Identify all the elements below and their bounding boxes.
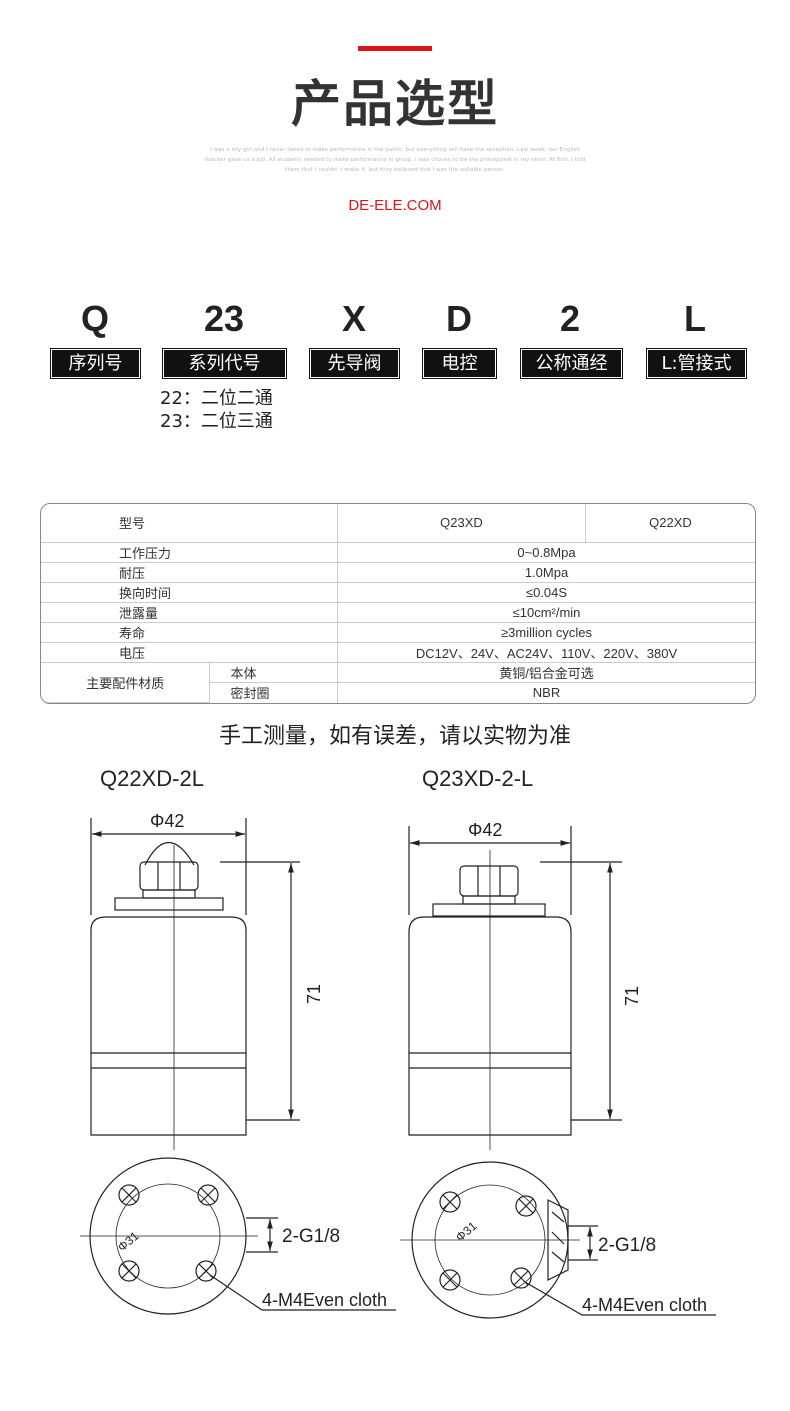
label-electric: 电控 <box>423 349 496 378</box>
header-model: Q22XD <box>585 504 755 543</box>
header-model: Q23XD <box>337 504 586 543</box>
drawing-q23xd <box>400 826 716 1319</box>
series-note: 22：二位二通 <box>160 388 273 409</box>
decorative-text: I was a shy girl and I never dared to ma… <box>204 147 586 173</box>
materials-label: 主要配件材质 <box>41 662 211 703</box>
code-connection: L <box>684 298 706 339</box>
row-value: ≥3million cycles <box>337 621 755 644</box>
code-pilot: X <box>341 298 366 339</box>
header-model-label: 型号 <box>41 504 338 543</box>
table-row: 换向时间≤0.04S <box>41 581 755 603</box>
row-label: 耐压 <box>41 561 338 583</box>
row-value: ≤0.04S <box>337 581 755 603</box>
series-note: 23：二位三通 <box>160 411 273 432</box>
table-row: 泄露量≤10cm²/min <box>41 601 755 624</box>
drawing-title: Q23XD-2-L <box>422 766 534 791</box>
dimension-drawings: Φ42 71 Φ31 2-G1/8 4-M4Even cloth Φ42 71 … <box>80 811 716 1319</box>
row-label: 本体 <box>209 662 338 684</box>
row-label: 密封圈 <box>209 682 338 703</box>
code-bore: 2 <box>559 298 581 339</box>
row-value: 黄铜/铝合金可选 <box>337 662 755 684</box>
height-label: 71 <box>304 984 324 1004</box>
measurement-note: 手工测量，如有误差，请以实物为准 <box>218 724 571 749</box>
row-label: 寿命 <box>41 621 338 644</box>
table-header-row: 型号 Q23XD Q22XD <box>41 504 755 543</box>
title-accent-bar <box>358 46 432 51</box>
drawing-q22xd <box>80 818 396 1315</box>
label-series: 系列代号 <box>163 349 286 378</box>
site-url: DE-ELE.COM <box>348 197 442 214</box>
port-label: 2-G1/8 <box>282 1226 340 1247</box>
table-row: 主要配件材质本体黄铜/铝合金可选 <box>41 662 755 703</box>
row-label: 电压 <box>41 642 338 664</box>
code-electric: D <box>446 298 472 339</box>
inner-diameter-label: Φ31 <box>115 1229 142 1255</box>
holes-label: 4-M4Even cloth <box>262 1290 387 1310</box>
page-title: 产品选型 <box>291 75 499 133</box>
row-value: 1.0Mpa <box>337 561 755 583</box>
diameter-label: Φ42 <box>150 811 184 831</box>
drawing-title: Q22XD-2L <box>100 766 204 791</box>
inner-diameter-label: Φ31 <box>453 1219 480 1245</box>
row-label: 泄露量 <box>41 601 338 624</box>
row-value: NBR <box>337 682 755 703</box>
label-connection: L:管接式 <box>647 349 746 378</box>
row-value: DC12V、24V、AC24V、110V、220V、380V <box>337 642 755 664</box>
holes-label: 4-M4Even cloth <box>582 1295 707 1315</box>
row-label: 换向时间 <box>41 581 338 603</box>
label-pilot: 先导阀 <box>310 349 399 378</box>
row-value: 0~0.8Mpa <box>337 541 755 563</box>
row-value: ≤10cm²/min <box>337 601 755 624</box>
label-serial: 序列号 <box>51 349 140 378</box>
code-q: Q <box>80 298 109 339</box>
port-label: 2-G1/8 <box>598 1235 656 1256</box>
height-label: 71 <box>622 986 642 1006</box>
label-bore: 公称通经 <box>521 349 622 378</box>
diameter-label: Φ42 <box>468 820 502 840</box>
table-row: 寿命≥3million cycles <box>41 621 755 644</box>
row-label: 工作压力 <box>41 541 338 563</box>
code-series: 23 <box>203 298 245 339</box>
